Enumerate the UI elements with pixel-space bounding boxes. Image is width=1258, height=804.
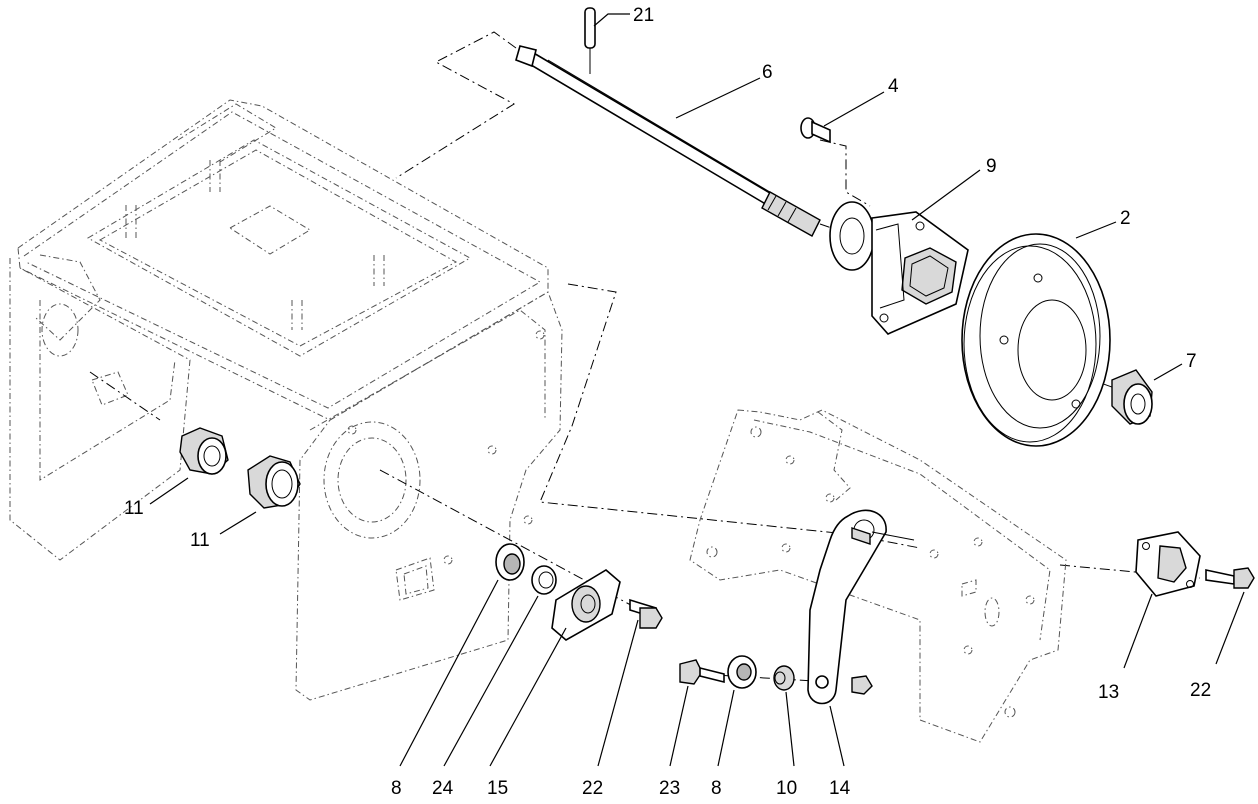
shoulder-screw bbox=[800, 117, 831, 144]
splined-hub bbox=[1111, 369, 1153, 425]
callout-7: 7 bbox=[1186, 351, 1197, 372]
callout-22-right: 22 bbox=[1190, 680, 1211, 701]
callout-14: 14 bbox=[829, 778, 851, 799]
callout-22-left: 22 bbox=[582, 778, 603, 799]
callout-8-left: 8 bbox=[391, 778, 402, 799]
flange-bushing-left bbox=[179, 427, 229, 475]
housing-ghost-outline bbox=[9, 99, 563, 701]
callout-8-lower: 8 bbox=[711, 778, 722, 799]
bolt-left bbox=[629, 598, 663, 629]
bearing-lower bbox=[727, 655, 757, 689]
leader-lines bbox=[149, 13, 1245, 767]
spacer bbox=[773, 665, 795, 691]
flange-bushing-right bbox=[247, 455, 301, 509]
nut-lower bbox=[851, 675, 873, 695]
flange-bearing bbox=[829, 201, 969, 335]
washer bbox=[531, 565, 557, 595]
callout-10: 10 bbox=[776, 778, 797, 799]
hex-shaft bbox=[515, 45, 821, 237]
callout-9: 9 bbox=[986, 156, 997, 177]
callout-4: 4 bbox=[888, 76, 899, 97]
callout-15: 15 bbox=[487, 778, 508, 799]
callout-11-left: 11 bbox=[124, 498, 144, 519]
callout-13: 13 bbox=[1098, 682, 1119, 703]
roll-pin bbox=[584, 7, 596, 74]
bolt-right bbox=[1205, 567, 1255, 589]
callout-labels: 21 6 4 9 2 7 11 11 13 22 8 24 15 22 23 8… bbox=[124, 5, 1211, 799]
flange-plate bbox=[551, 569, 621, 641]
flange-bearing-right bbox=[1135, 531, 1201, 597]
drive-disc bbox=[961, 233, 1111, 447]
bearing-left bbox=[495, 543, 525, 581]
lever-arm bbox=[807, 509, 915, 705]
callout-21: 21 bbox=[633, 5, 654, 26]
side-panel-ghost bbox=[689, 409, 1067, 743]
callout-11-right: 11 bbox=[190, 530, 210, 551]
callout-24: 24 bbox=[432, 778, 454, 799]
callout-2: 2 bbox=[1120, 208, 1131, 229]
callout-6: 6 bbox=[762, 62, 773, 83]
callout-23: 23 bbox=[659, 778, 680, 799]
bolt-lower bbox=[679, 659, 725, 685]
